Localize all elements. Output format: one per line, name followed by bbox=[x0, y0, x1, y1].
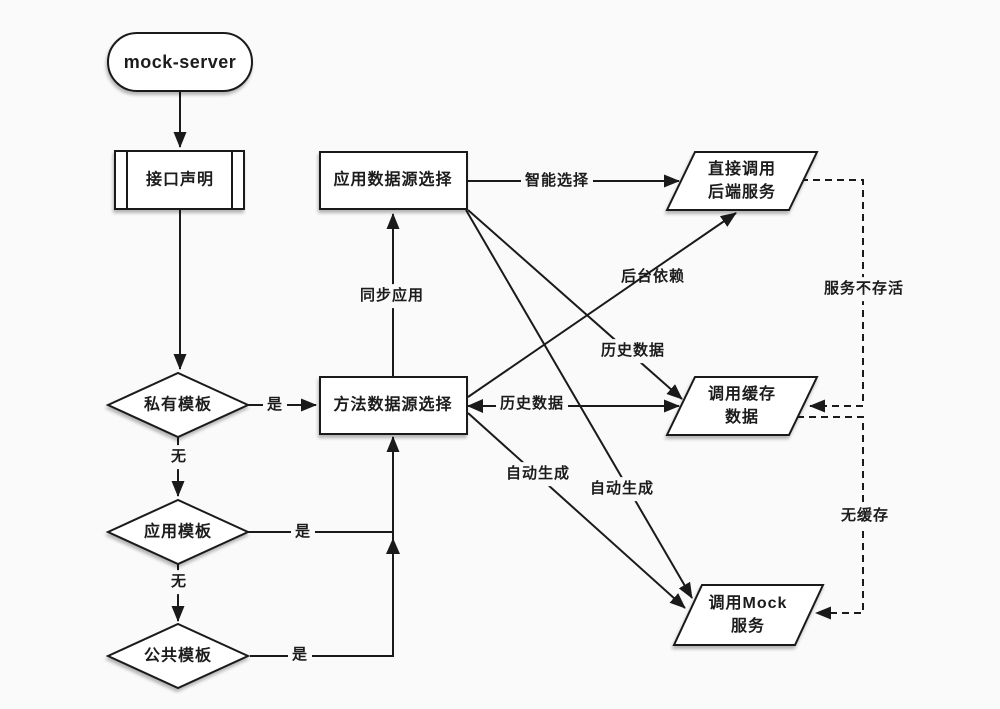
start-label: mock-server bbox=[123, 51, 237, 72]
call-mock-label: 调用Mock 服务 bbox=[709, 592, 788, 638]
merge-arrowhead bbox=[386, 538, 400, 554]
node-method-datasource bbox=[319, 376, 468, 435]
edge-public-template-yes-to-method bbox=[250, 436, 400, 657]
edge-label-yes-private: 是 bbox=[262, 393, 288, 417]
edge-label-history-data-upper: 历史数据 bbox=[596, 339, 670, 363]
interface-declaration-label: 接口声明 bbox=[145, 171, 215, 189]
private-template-label: 私有模板 bbox=[143, 396, 213, 414]
edge-app-history-to-cache bbox=[467, 209, 683, 400]
edge-app-autogen-to-mock bbox=[465, 209, 693, 599]
node-start-terminator bbox=[107, 32, 253, 92]
call-backend-label-line2: 后端服务 bbox=[707, 184, 777, 201]
edge-label-backend-dependency: 后台依赖 bbox=[620, 268, 686, 286]
node-call-backend-data bbox=[665, 151, 819, 211]
call-backend-label: 直接调用 后端服务 bbox=[708, 158, 776, 204]
node-private-template-decision bbox=[105, 371, 251, 439]
call-cache-label-line1: 调用缓存 bbox=[707, 385, 777, 403]
edge-label-no-cache: 无缓存 bbox=[836, 504, 894, 528]
edge-label-smart-select: 智能选择 bbox=[520, 169, 594, 193]
edge-method-autogen-to-mock bbox=[467, 412, 686, 609]
method-datasource-label: 方法数据源选择 bbox=[333, 396, 453, 414]
edge-label-none-2: 无 bbox=[166, 570, 192, 594]
node-call-cache-data bbox=[665, 376, 819, 436]
call-mock-label-line1: 调用Mock bbox=[708, 594, 788, 612]
call-backend-label-line1: 直接调用 bbox=[707, 160, 777, 178]
node-public-template-decision bbox=[105, 622, 251, 690]
edge-label-sync-app: 同步应用 bbox=[355, 284, 429, 308]
call-cache-label-line2: 数据 bbox=[724, 409, 760, 426]
edge-label-yes-app: 是 bbox=[290, 520, 316, 544]
app-template-label: 应用模板 bbox=[143, 523, 213, 541]
node-app-template-decision bbox=[105, 498, 251, 566]
node-interface-declaration bbox=[114, 150, 245, 210]
edge-label-service-not-alive: 服务不存活 bbox=[819, 277, 909, 301]
node-call-mock-data bbox=[672, 584, 825, 646]
call-mock-label-line2: 服务 bbox=[730, 618, 765, 635]
method-left-arrowhead bbox=[467, 399, 483, 413]
edge-label-history-data-lower: 历史数据 bbox=[495, 392, 569, 416]
edge-label-none-1: 无 bbox=[166, 445, 192, 469]
edge-label-auto-generate-left: 自动生成 bbox=[501, 462, 575, 486]
edge-label-yes-public: 是 bbox=[287, 643, 313, 667]
app-datasource-label: 应用数据源选择 bbox=[333, 171, 453, 189]
node-app-datasource bbox=[319, 151, 468, 210]
public-template-label: 公共模板 bbox=[143, 647, 213, 665]
edge-method-backend-dependency bbox=[467, 212, 737, 398]
edge-label-auto-generate-right: 自动生成 bbox=[585, 477, 659, 501]
call-cache-label: 调用缓存 数据 bbox=[708, 383, 776, 429]
